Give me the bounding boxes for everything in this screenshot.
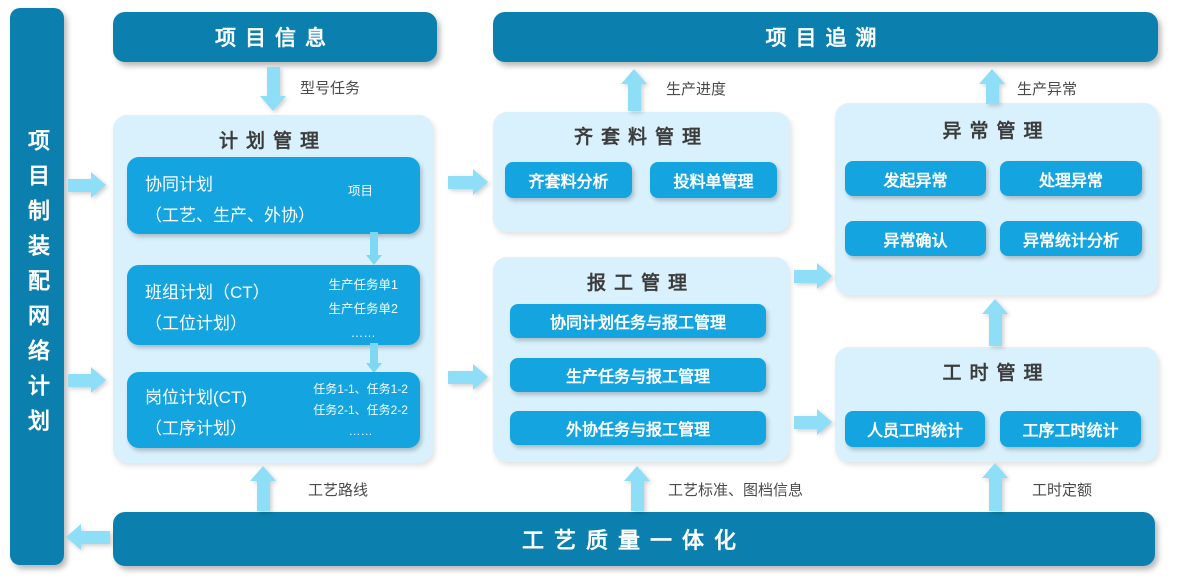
workhour-quota-label: 工时定额 <box>1032 482 1093 499</box>
feeding-order-button: 投料单管理 <box>650 162 777 198</box>
exception-management-panel: 异常管理 发起异常 处理异常 异常确认 异常统计分析 <box>835 103 1158 295</box>
plan-to-report-arrow <box>448 364 488 390</box>
plan-management-panel: 计划管理 协同计划 （工艺、生产、外协） 项目 班组计划（CT） （工位计划） … <box>113 115 433 463</box>
collab-plan-box: 协同计划 （工艺、生产、外协） 项目 <box>127 157 420 234</box>
exception-to-trace-arrow <box>979 69 1005 104</box>
outsourcing-task-report-button: 外协任务与报工管理 <box>510 411 766 445</box>
raise-exception-button: 发起异常 <box>845 161 986 196</box>
post-plan-line1: 岗位计划(CT) <box>145 388 247 407</box>
bottom-to-workhour-arrow <box>982 463 1008 511</box>
team-plan-line2: （工位计划） <box>145 314 247 333</box>
post-plan-box: 岗位计划(CT) （工序计划） 任务1-1、任务1-2 任务2-1、任务2-2 … <box>127 372 420 448</box>
confirm-exception-button: 异常确认 <box>845 221 986 256</box>
work-report-panel: 报工管理 协同计划任务与报工管理 生产任务与报工管理 外协任务与报工管理 <box>493 257 789 462</box>
collab-plan-line2: （工艺、生产、外协） <box>145 206 315 225</box>
material-management-panel: 齐套料管理 齐套料分析 投料单管理 <box>493 112 790 232</box>
report-to-workhour-arrow <box>794 409 832 435</box>
process-quality-title: 工艺质量一体化 <box>521 528 746 553</box>
connector-collab-to-team-arrow <box>366 232 382 265</box>
connector-team-to-post-arrow <box>366 343 382 373</box>
post-plan-side: 任务1-1、任务1-2 任务2-1、任务2-2 …… <box>313 382 408 438</box>
leftbar-to-plan-arrow-2 <box>68 367 106 393</box>
material-to-trace-arrow <box>621 69 647 111</box>
project-info-header: 项目信息 <box>113 12 437 62</box>
material-analysis-button: 齐套料分析 <box>505 162 632 198</box>
model-task-label: 型号任务 <box>300 80 361 97</box>
plan-to-material-arrow <box>448 169 488 195</box>
workhour-management-panel: 工时管理 人员工时统计 工序工时统计 <box>835 347 1158 462</box>
exception-panel-title: 异常管理 <box>942 121 1051 142</box>
workhour-to-exception-arrow <box>982 299 1008 346</box>
plan-panel-title: 计划管理 <box>218 131 327 152</box>
production-task-report-button: 生产任务与报工管理 <box>510 358 766 392</box>
team-plan-line1: 班组计划（CT） <box>145 283 270 302</box>
production-exception-label: 生产异常 <box>1017 81 1078 98</box>
process-standard-docs-label: 工艺标准、图档信息 <box>668 482 804 499</box>
team-plan-box: 班组计划（CT） （工位计划） 生产任务单1 生产任务单2 …… <box>127 265 420 345</box>
post-plan-line2: （工序计划） <box>145 419 247 438</box>
collab-plan-side: 项目 <box>347 184 373 198</box>
process-quality-bar: 工艺质量一体化 <box>113 512 1155 566</box>
project-trace-title: 项目追溯 <box>765 27 886 50</box>
bottom-to-report-arrow <box>624 466 650 511</box>
production-progress-label: 生产进度 <box>666 81 727 98</box>
workhour-panel-title: 工时管理 <box>942 363 1051 384</box>
left-vertical-bar: 项目制装配网络计划 <box>10 8 64 565</box>
leftbar-to-plan-arrow-1 <box>68 172 106 198</box>
project-trace-header: 项目追溯 <box>493 12 1158 62</box>
project-info-title: 项目信息 <box>215 27 335 50</box>
process-route-label: 工艺路线 <box>308 482 369 499</box>
team-plan-side: 生产任务单1 生产任务单2 …… <box>328 278 398 340</box>
collab-task-report-button: 协同计划任务与报工管理 <box>510 304 766 338</box>
bottom-to-leftbar-arrow <box>66 524 110 550</box>
left-bar-title: 项目制装配网络计划 <box>25 129 50 444</box>
collab-plan-line1: 协同计划 <box>145 175 213 194</box>
personnel-workhour-button: 人员工时统计 <box>845 411 985 447</box>
projectinfo-to-plan-arrow <box>260 67 286 111</box>
process-workhour-button: 工序工时统计 <box>1000 411 1141 447</box>
material-panel-title: 齐套料管理 <box>573 127 709 148</box>
exception-statistics-button: 异常统计分析 <box>1000 221 1142 256</box>
handle-exception-button: 处理异常 <box>1000 161 1142 196</box>
report-to-exception-arrow <box>794 263 832 289</box>
bottom-to-plan-arrow <box>250 466 276 511</box>
report-panel-title: 报工管理 <box>586 273 695 294</box>
